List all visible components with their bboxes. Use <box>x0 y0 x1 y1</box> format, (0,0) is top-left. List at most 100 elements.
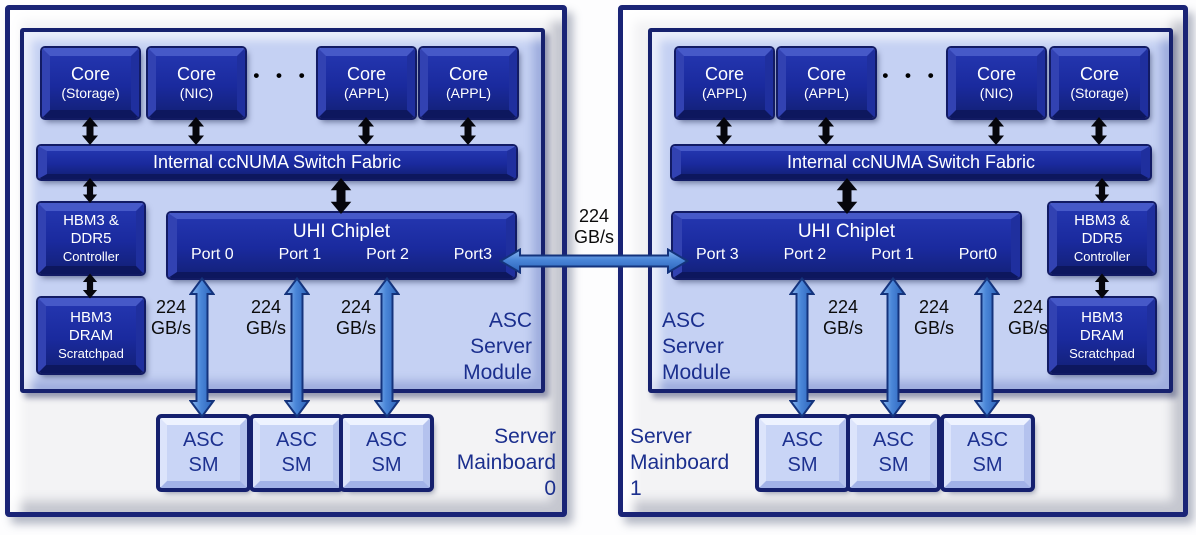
black-double-arrow-icon <box>1094 273 1110 299</box>
module-1-label-line: ASC <box>662 309 706 332</box>
black-double-arrow-icon <box>326 178 356 214</box>
asc-sm-line: SM <box>972 454 1003 476</box>
ccnuma-switch-fabric: Internal ccNUMA Switch Fabric <box>38 146 516 179</box>
core-title: Core <box>976 64 1016 84</box>
bandwidth-value: 224 <box>578 206 610 226</box>
core-appl-block: Core (APPL) <box>318 48 415 118</box>
black-double-arrow-icon <box>187 117 205 145</box>
asc-sm-line: SM <box>188 454 219 476</box>
uhi-ports-row: Port 3 Port 2 Port 1 Port0 <box>682 244 1011 266</box>
black-double-arrow-icon <box>82 178 98 203</box>
core-storage-block: Core (Storage) <box>42 48 139 118</box>
uhi-port: Port 2 <box>783 246 827 263</box>
core-subtitle: (Storage) <box>61 85 120 101</box>
core-title: Core <box>806 64 846 84</box>
asc-sm-block: ASC SM <box>944 418 1031 488</box>
core-subtitle: (APPL) <box>445 85 492 101</box>
core-subtitle: (APPL) <box>803 85 850 101</box>
hbm3-dram-scratchpad: HBM3 DRAM Scratchpad <box>1049 298 1155 373</box>
hbm-line: HBM3 <box>70 309 112 326</box>
module-0-label-line: ASC <box>488 309 532 332</box>
asc-sm-block: ASC SM <box>253 418 340 488</box>
hbm3-ddr5-controller: HBM3 & DDR5 Controller <box>38 203 144 274</box>
black-double-arrow-icon <box>81 117 99 145</box>
bandwidth-label: 224 GB/s <box>818 297 868 339</box>
asc-sm-line: SM <box>787 454 818 476</box>
hbm-line: DDR5 <box>70 230 112 247</box>
bandwidth-unit: GB/s <box>913 318 954 338</box>
board-1-name: Server Mainboard 1 <box>630 424 780 502</box>
uhi-port: Port 2 <box>366 246 409 263</box>
module-0-label: ASC Server Module <box>420 308 532 386</box>
asc-sm-line: ASC <box>872 429 915 451</box>
uhi-title: UHI Chiplet <box>292 221 391 242</box>
bandwidth-unit: GB/s <box>245 318 286 338</box>
core-title: Core <box>704 64 744 84</box>
asc-sm-line: ASC <box>966 429 1009 451</box>
black-double-arrow-icon <box>459 117 477 145</box>
core-subtitle: (NIC) <box>179 85 214 101</box>
module-0-label-line: Server <box>470 335 532 358</box>
fabric-label: Internal ccNUMA Switch Fabric <box>152 152 402 172</box>
ellipsis-dots: • • • <box>882 66 940 85</box>
hbm-line: Scratchpad <box>58 346 124 361</box>
bandwidth-unit: GB/s <box>573 227 614 247</box>
uhi-port: Port 1 <box>871 246 914 263</box>
asc-sm-block: ASC SM <box>759 418 846 488</box>
hbm3-dram-scratchpad: HBM3 DRAM Scratchpad <box>38 298 144 373</box>
hbm-line: DDR5 <box>1081 230 1123 247</box>
board-0-name-line: Mainboard <box>456 451 556 474</box>
module-1-label-line: Server <box>662 335 724 358</box>
blue-horizontal-double-arrow-icon <box>499 248 689 274</box>
asc-sm-line: ASC <box>182 429 225 451</box>
bandwidth-value: 224 <box>918 297 950 317</box>
uhi-chiplet-1: UHI Chiplet Port 3 Port 2 Port 1 Port0 <box>673 213 1020 278</box>
black-double-arrow-icon <box>987 117 1005 145</box>
module-1-label: ASC Server Module <box>662 308 774 386</box>
bandwidth-label: 224 GB/s <box>909 297 959 339</box>
core-nic-block: Core (NIC) <box>148 48 245 118</box>
bandwidth-unit: GB/s <box>1007 318 1048 338</box>
hbm-line: HBM3 & <box>63 212 119 229</box>
board-1-name-line: 1 <box>630 477 642 500</box>
asc-sm-line: ASC <box>781 429 824 451</box>
core-title: Core <box>1079 64 1119 84</box>
uhi-ports-row: Port 0 Port 1 Port 2 Port3 <box>177 244 506 266</box>
black-double-arrow-icon <box>817 117 835 145</box>
hbm3-ddr5-controller: HBM3 & DDR5 Controller <box>1049 203 1155 274</box>
ellipsis-dots: • • • <box>253 66 311 85</box>
board-link-bandwidth-label: 224 GB/s <box>568 206 620 248</box>
ccnuma-switch-fabric: Internal ccNUMA Switch Fabric <box>672 146 1150 179</box>
blue-double-arrow-icon <box>974 277 1000 418</box>
asc-sm-block: ASC SM <box>850 418 937 488</box>
hbm-line: Scratchpad <box>1069 346 1135 361</box>
blue-double-arrow-icon <box>789 277 815 418</box>
bandwidth-label: 224 GB/s <box>1003 297 1053 339</box>
core-appl-block: Core (APPL) <box>778 48 875 118</box>
bandwidth-label: 224 GB/s <box>331 297 381 339</box>
black-double-arrow-icon <box>1090 117 1108 145</box>
uhi-chiplet-0: UHI Chiplet Port 0 Port 1 Port 2 Port3 <box>168 213 515 278</box>
uhi-port: Port0 <box>958 246 997 263</box>
board-1-name-line: Mainboard <box>630 451 730 474</box>
black-double-arrow-icon <box>357 117 375 145</box>
core-title: Core <box>70 64 110 84</box>
hbm-line: DRAM <box>1079 327 1125 344</box>
hbm-line: Controller <box>62 249 120 264</box>
core-title: Core <box>346 64 386 84</box>
bandwidth-value: 224 <box>1012 297 1044 317</box>
bandwidth-value: 224 <box>340 297 372 317</box>
core-subtitle: (APPL) <box>701 85 748 101</box>
uhi-port: Port3 <box>453 246 492 263</box>
board-0-name-line: Server <box>494 425 556 448</box>
black-double-arrow-icon <box>832 178 862 214</box>
uhi-port: Port 1 <box>278 246 322 263</box>
core-subtitle: (APPL) <box>343 85 390 101</box>
module-0-label-line: Module <box>463 361 532 384</box>
module-1-label-line: Module <box>662 361 731 384</box>
asc-sm-line: ASC <box>365 429 408 451</box>
asc-sm-line: SM <box>371 454 402 476</box>
core-nic-block: Core (NIC) <box>948 48 1045 118</box>
fabric-label: Internal ccNUMA Switch Fabric <box>786 152 1036 172</box>
bandwidth-unit: GB/s <box>150 318 191 338</box>
